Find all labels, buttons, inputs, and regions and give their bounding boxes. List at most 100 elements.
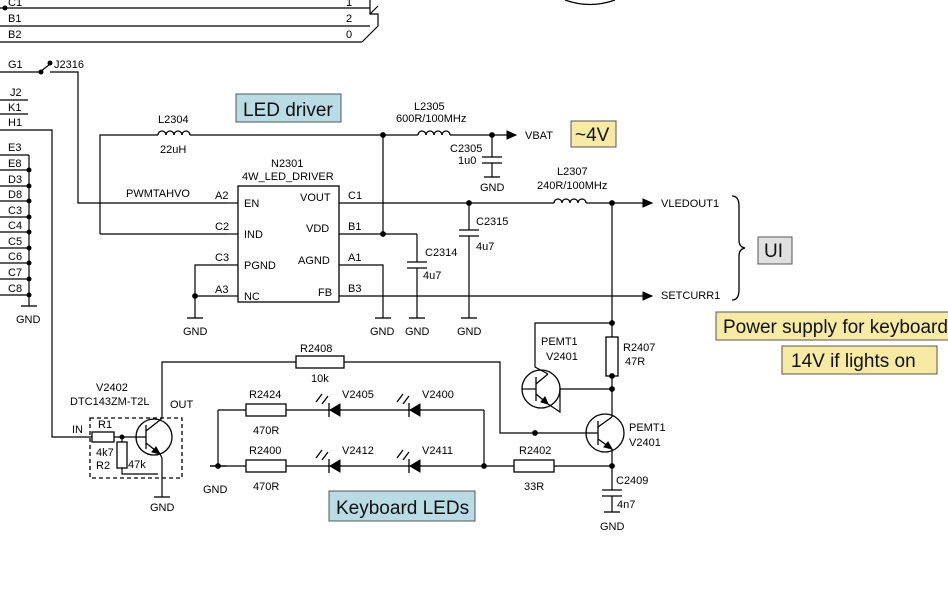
ic-ball-b3: B3	[348, 283, 361, 295]
top-bus: C1 B1 B2 1 2 0	[0, 0, 616, 43]
pin-d8-label: D8	[8, 189, 22, 201]
r2400-ref: R2400	[249, 445, 281, 457]
net-setcurr1: SETCURR1	[661, 290, 720, 302]
pin-b1-label: B1	[8, 13, 21, 25]
resistor-r2408: R2408 10k	[161, 343, 535, 434]
v2402-value: DTC143ZM-T2L	[70, 396, 149, 408]
gnd-label-leds: GND	[203, 484, 228, 496]
ic-ball-c3: C3	[215, 252, 229, 264]
pemt1-bot-value: V2401	[629, 437, 661, 449]
setcurr-net: SETCURR1	[339, 290, 720, 302]
gnd-label-agnd: GND	[370, 326, 395, 338]
callout-power-supply: Power supply for keyboard	[715, 311, 948, 341]
capacitor-c2315: C2315 4u7 GND	[457, 203, 508, 338]
pin-c5-label: C5	[8, 236, 22, 248]
ic-ball-a2: A2	[215, 190, 228, 202]
pin-j2-label: J2	[10, 87, 22, 99]
pin-c7-label: C7	[8, 267, 22, 279]
led-v2405-icon	[329, 403, 341, 417]
r2408-ref: R2408	[300, 343, 332, 355]
pin-h1-label: H1	[8, 117, 22, 129]
capacitor-c2409: C2409 4n7 GND	[600, 475, 648, 533]
l2305-ref: L2305	[414, 101, 445, 113]
svg-text:Keyboard LEDs: Keyboard LEDs	[336, 498, 469, 519]
svg-text:UI: UI	[764, 241, 783, 262]
c2305-ref: C2305	[450, 143, 482, 155]
r2424-value: 470R	[253, 425, 279, 437]
v2402-out: OUT	[170, 399, 194, 411]
gnd-label-c2409: GND	[600, 521, 625, 533]
gnd-label-v2402: GND	[150, 502, 175, 514]
gnd-label-c2315: GND	[457, 326, 482, 338]
transistor-pemt1-bottom: PEMT1 V2401	[532, 412, 666, 490]
svg-text:LED driver: LED driver	[243, 100, 333, 121]
c2314-value: 4u7	[423, 270, 441, 282]
c2314-ref: C2314	[425, 247, 457, 259]
pin-e3-label: E3	[8, 142, 21, 154]
callout-keyboard-leds: Keyboard LEDs	[328, 490, 476, 522]
ic-ball-c1: C1	[348, 190, 362, 202]
agnd-ground: GND	[339, 264, 395, 338]
vdd-net: C2314 4u7 GND	[339, 135, 457, 338]
pin-g1-label: G1	[8, 59, 23, 71]
ui-brace	[731, 195, 746, 301]
pin-k1-label: K1	[8, 102, 21, 114]
inductor-l2305: L2305 600R/100MHz VBAT	[380, 101, 553, 142]
led-v2412-icon	[329, 459, 341, 473]
led-v2412-label: V2412	[342, 445, 374, 457]
pin-c6-label: C6	[8, 251, 22, 263]
led-v2411-label: V2411	[422, 445, 453, 457]
ic-ball-a3: A3	[215, 284, 228, 296]
pin-b2-label: B2	[8, 29, 21, 41]
pin-e8-label: E8	[8, 158, 21, 170]
v2402-r2-value: 47k	[128, 459, 146, 471]
capacitor-c2305: C2305 1u0 GND	[450, 135, 505, 194]
ic-ball-c2: C2	[215, 221, 229, 233]
svg-text:14V if lights on: 14V if lights on	[791, 351, 916, 372]
ic-pin-fb: FB	[318, 287, 332, 299]
v2402-r2: R2	[96, 460, 110, 472]
r2400-value: 470R	[253, 481, 279, 493]
r2407-ref: R2407	[623, 342, 655, 354]
gnd-label-left: GND	[16, 314, 41, 326]
callout-lights-on: 14V if lights on	[781, 345, 938, 375]
l2304-value: 22uH	[160, 144, 186, 156]
net-vledout1: VLEDOUT1	[661, 198, 719, 210]
led-v2400-label: V2400	[422, 389, 454, 401]
net-vbat: VBAT	[525, 130, 553, 142]
svg-text:Power supply for keyboard: Power supply for keyboard	[723, 317, 948, 338]
ic-pin-en: EN	[244, 198, 259, 210]
c2315-value: 4u7	[476, 241, 494, 253]
ic-pin-pgnd: PGND	[244, 260, 276, 272]
pemt1-top-ref: PEMT1	[541, 336, 578, 348]
pin-c4-label: C4	[8, 220, 22, 232]
l2304-ref: L2304	[158, 114, 189, 126]
ic-pin-vdd: VDD	[306, 223, 329, 235]
bus-number-0: 0	[346, 29, 352, 41]
bus-number-2: 2	[346, 13, 352, 25]
r2424-ref: R2424	[249, 389, 281, 401]
led-v2400-icon	[409, 403, 421, 417]
l2307-value: 240R/100MHz	[537, 180, 607, 192]
led-v2405-label: V2405	[342, 389, 374, 401]
transistor-pemt1-top: R2407 47R PEMT1 V2401	[521, 203, 655, 414]
v2402-ref: V2402	[96, 382, 128, 394]
callout-led-driver: LED driver	[235, 93, 342, 123]
gnd-label-c2314: GND	[405, 326, 430, 338]
net-pwmtahvo: PWMTAHVO	[126, 188, 190, 200]
ground-column-pins: E3 E8 D3 D8 C3 C4 C5 C6 C7 C8	[0, 142, 32, 298]
pemt1-bot-ref: PEMT1	[629, 422, 666, 434]
v2402-r1-value: 4k7	[96, 447, 114, 459]
ic-n2301: N2301 4W_LED_DRIVER EN IND PGND NC A2 C2…	[126, 158, 362, 338]
ic-pin-nc: NC	[244, 291, 260, 303]
ic-pin-agnd: AGND	[298, 255, 330, 267]
ic-pin-ind: IND	[244, 229, 263, 241]
gnd-label-c2305: GND	[480, 182, 505, 194]
callout-vbat-level: ~4V	[570, 120, 617, 148]
connector-left: G1 J2316 J2 K1 H1	[0, 59, 226, 438]
inductor-l2304: L2304 22uH	[99, 114, 418, 235]
r2407-value: 47R	[625, 356, 645, 368]
pin-c8-label: C8	[8, 283, 22, 295]
vledout-rail: L2307 240R/100MHz VLEDOUT1	[339, 166, 719, 210]
